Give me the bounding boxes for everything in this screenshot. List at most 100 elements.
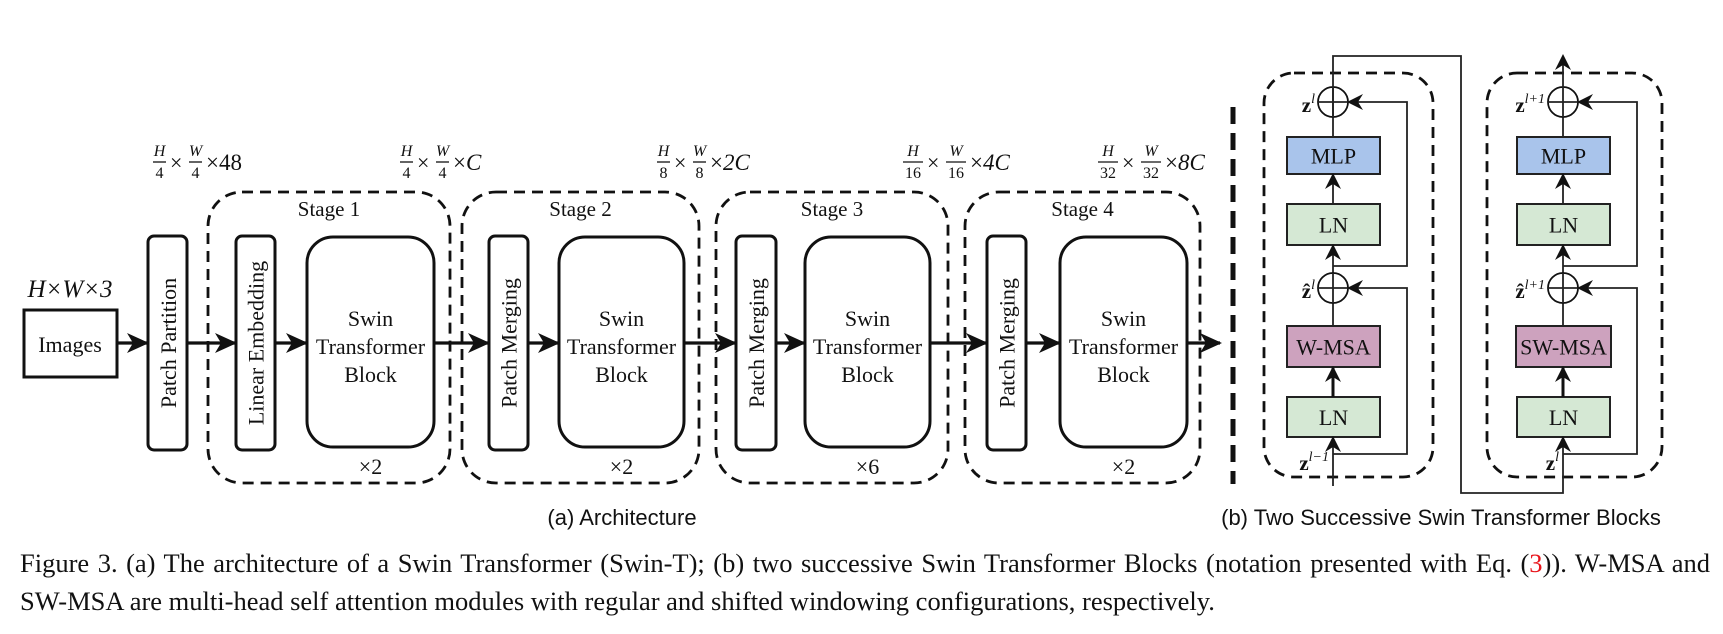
fraction-numerator: H: [1101, 143, 1115, 160]
layer-norm-upper-box: [1516, 203, 1611, 246]
stage-title: Stage 4: [1051, 197, 1114, 221]
figure-caption: Figure 3. (a) The architecture of a Swin…: [20, 544, 1710, 620]
fraction-numerator: W: [189, 143, 204, 160]
mlp-label: MLP: [1541, 144, 1586, 169]
patch-merging-label: Patch Merging: [497, 278, 522, 408]
dimension-tail: ×2C: [710, 150, 750, 175]
swin-block-label-line: Swin: [845, 306, 890, 331]
block-dashed-border: [1262, 71, 1435, 479]
swin-block-label-line: Transformer: [1069, 334, 1179, 359]
images-label: Images: [38, 332, 102, 357]
fraction-denominator: 4: [403, 165, 411, 182]
fraction-denominator: 32: [1143, 165, 1159, 182]
fraction-numerator: H: [400, 143, 414, 160]
output-variable-label: zl: [1302, 92, 1315, 117]
stage-3: Stage 3 Patch Merging SwinTransformerBlock…: [714, 190, 950, 485]
swin-block-label-line: Swin: [1101, 306, 1146, 331]
residual-connection-lower: [1333, 280, 1408, 455]
times-sign: ×: [674, 150, 686, 175]
swin-block-label-line: Transformer: [813, 334, 923, 359]
swin-block-label-line: Transformer: [316, 334, 426, 359]
repeat-count: ×2: [610, 454, 633, 479]
subcaption-b: (b) Two Successive Swin Transformer Bloc…: [1221, 505, 1661, 530]
input-variable-label: zl−1: [1299, 450, 1329, 475]
fraction-denominator: 16: [905, 165, 921, 182]
block-dashed-border: [1485, 71, 1664, 479]
linear-embedding-label: Linear Embedding: [244, 261, 269, 425]
swin-block-label-line: Transformer: [567, 334, 677, 359]
swin-block-label-line: Swin: [599, 306, 644, 331]
input-dim-label: H×W×3: [26, 276, 112, 303]
patch-partition-label: Patch Partition: [156, 278, 181, 408]
intermediate-variable-label: ẑl+1: [1515, 278, 1545, 303]
sw-msa-label: SW-MSA: [1520, 335, 1607, 360]
fraction-numerator: W: [436, 143, 451, 160]
input-variable-label: zl: [1546, 450, 1559, 475]
intermediate-variable-label: ẑl: [1302, 278, 1315, 303]
fraction-denominator: 32: [1100, 165, 1116, 182]
caption-text-1: Figure 3. (a) The architecture of a Swin…: [20, 548, 1530, 578]
residual-connection-upper: [1563, 94, 1638, 267]
times-sign: ×: [417, 150, 429, 175]
layer-norm-lower-label: LN: [1319, 405, 1348, 430]
layer-norm-lower-label: LN: [1549, 405, 1578, 430]
sw-msa-box: [1515, 325, 1612, 368]
equation-reference-link[interactable]: 3: [1529, 548, 1543, 578]
subcaption-a: (a) Architecture: [547, 505, 696, 530]
patch-merging-label: Patch Merging: [995, 278, 1020, 408]
fraction-numerator: H: [906, 143, 920, 160]
swin-block-label-line: Swin: [348, 306, 393, 331]
times-sign: ×: [170, 150, 182, 175]
stage-title: Stage 1: [298, 197, 360, 221]
dimension-tail: ×4C: [970, 150, 1010, 175]
swin-block-label-line: Block: [1097, 362, 1150, 387]
stage-title: Stage 2: [549, 197, 611, 221]
fraction-numerator: W: [693, 143, 708, 160]
swin-block-label-line: Block: [344, 362, 397, 387]
fraction-numerator: H: [153, 143, 167, 160]
swin-block-label-line: Block: [841, 362, 894, 387]
fraction-numerator: W: [949, 143, 964, 160]
w-msa-label: W-MSA: [1296, 335, 1371, 360]
layer-norm-lower-box: [1286, 396, 1381, 438]
mlp-label: MLP: [1311, 144, 1356, 169]
fraction-denominator: 8: [660, 165, 668, 182]
dimension-tail: ×C: [453, 150, 482, 175]
fraction-denominator: 4: [439, 165, 447, 182]
repeat-count: ×2: [359, 454, 382, 479]
repeat-count: ×6: [856, 454, 879, 479]
dimension-label: H 16 × W 16 ×4C: [903, 143, 1010, 182]
layer-norm-lower-box: [1516, 396, 1611, 438]
dimension-tail: ×8C: [1165, 150, 1205, 175]
swin-block-1: MLP LN W-MSA LN zl ẑl zl−1: [1262, 71, 1435, 486]
stage-1: Stage 1 Linear Embedding SwinTransformerBl…: [206, 190, 452, 485]
dimension-label: H 32 × W 32 ×8C: [1098, 143, 1205, 182]
dimension-tail: ×48: [206, 150, 242, 175]
stage-dashed-border: [460, 190, 701, 485]
fraction-numerator: H: [657, 143, 671, 160]
times-sign: ×: [927, 150, 939, 175]
fraction-denominator: 4: [156, 165, 164, 182]
output-variable-label: zl+1: [1515, 92, 1545, 117]
repeat-count: ×2: [1112, 454, 1135, 479]
mlp-box: [1286, 136, 1381, 175]
layer-norm-upper-label: LN: [1319, 213, 1348, 238]
times-sign: ×: [1122, 150, 1134, 175]
stage-2: Stage 2 Patch Merging SwinTransformerBlock…: [460, 190, 701, 485]
mlp-box: [1516, 136, 1611, 175]
fraction-denominator: 4: [192, 165, 200, 182]
stage-dashed-border: [714, 190, 950, 485]
fraction-numerator: W: [1144, 143, 1159, 160]
patch-merging-label: Patch Merging: [744, 278, 769, 408]
dimension-label: H 4 × W 4 ×C: [400, 143, 482, 182]
fraction-denominator: 16: [948, 165, 964, 182]
swin-block-label-line: Block: [595, 362, 648, 387]
residual-connection-upper: [1333, 94, 1408, 267]
dimension-label: H8×W8×2C: [657, 143, 751, 182]
stage-title: Stage 3: [801, 197, 863, 221]
residual-connection-lower: [1563, 280, 1638, 455]
caption-text-2: )). W-MSA and SW-MSA are multi-head self…: [20, 548, 1710, 616]
dimension-label: H 4 × W 4 ×48: [153, 143, 242, 182]
